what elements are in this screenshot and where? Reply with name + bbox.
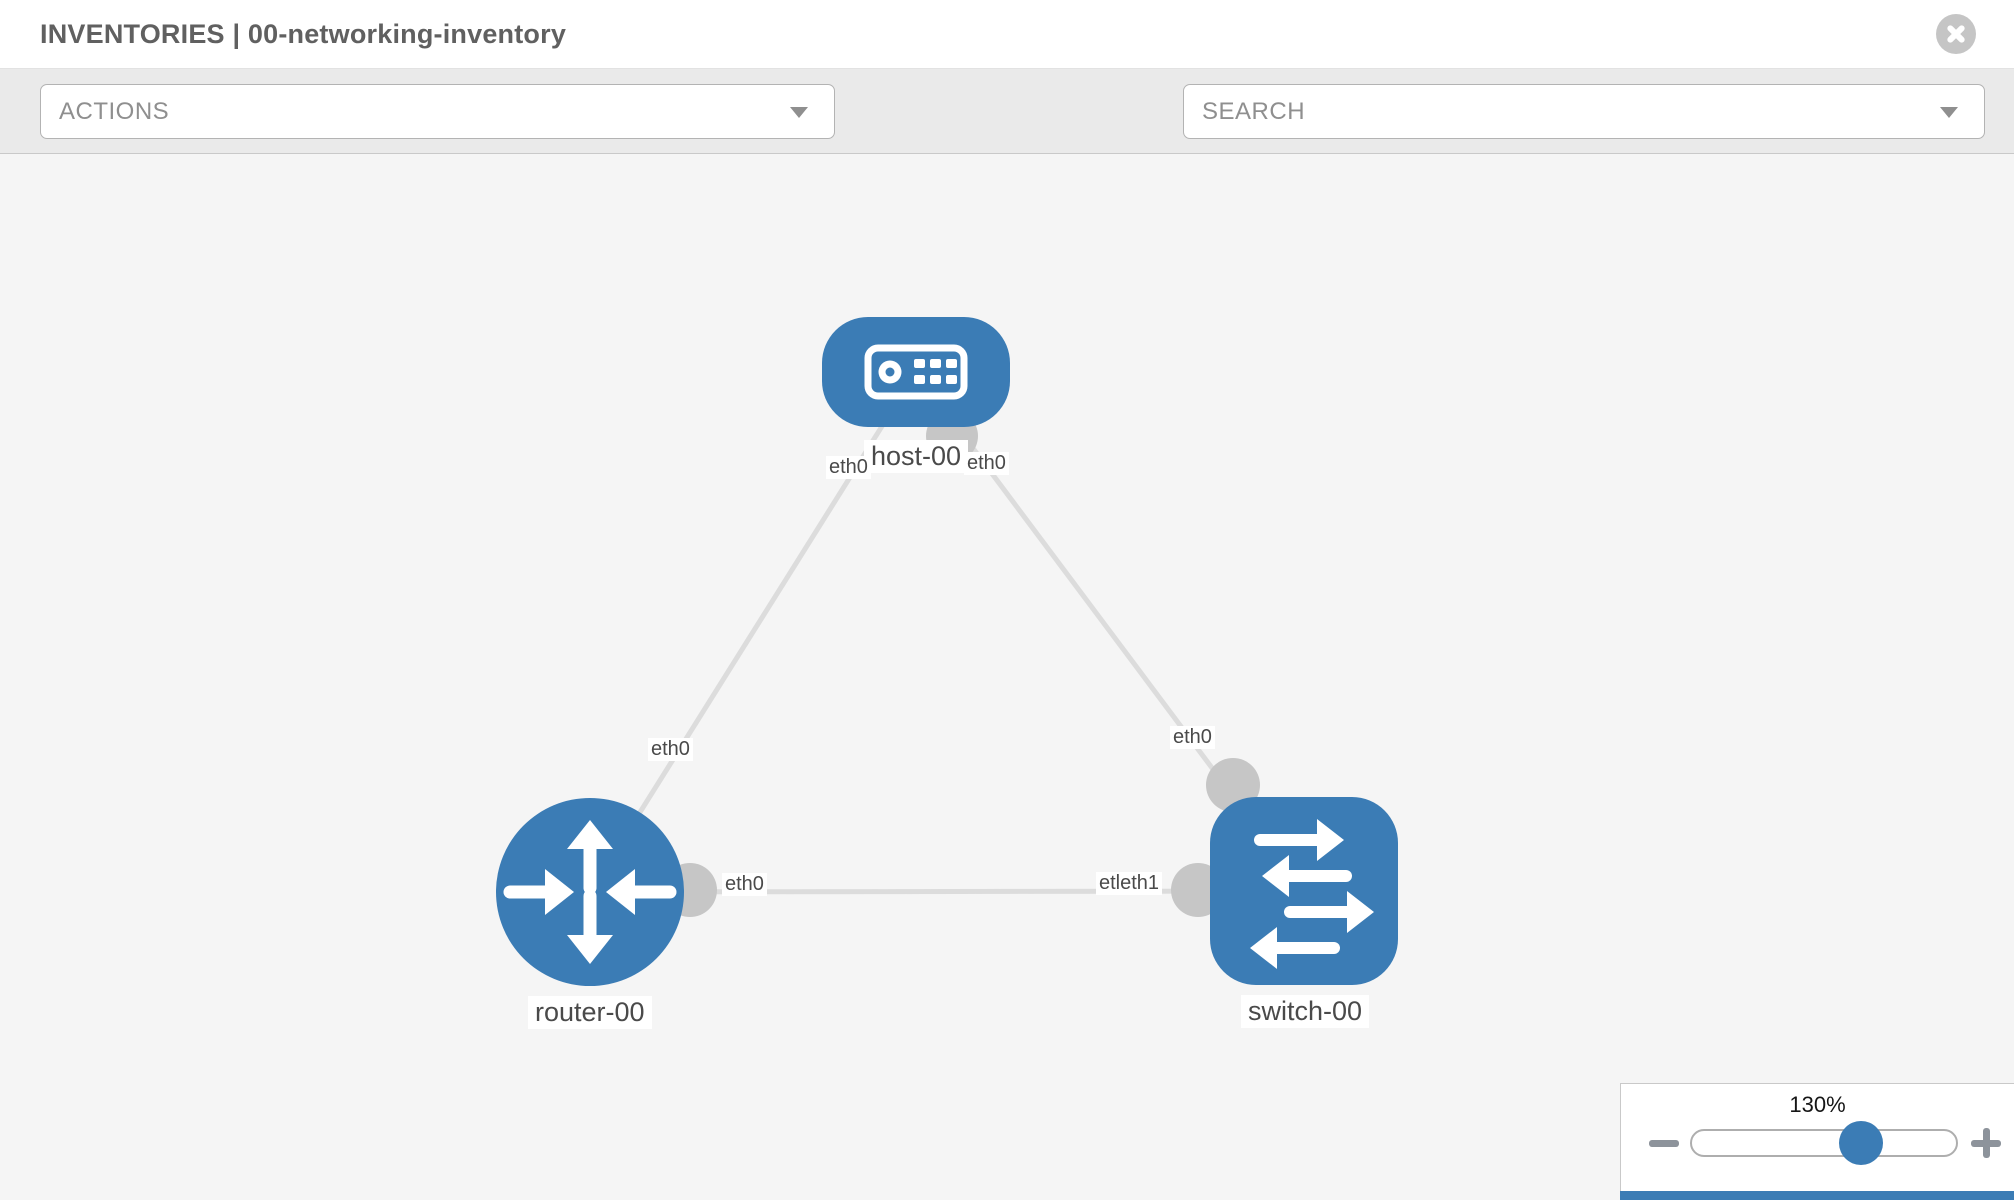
toolbar: ACTIONS SEARCH [0, 69, 2014, 203]
actions-dropdown-label: ACTIONS [59, 98, 170, 125]
host-icon [864, 344, 968, 400]
node-router-00[interactable] [496, 798, 684, 986]
topology-svg [496, 317, 1398, 986]
interface-label: eth0 [964, 452, 1009, 475]
zoom-control-panel: 130% [1620, 1083, 2014, 1200]
page-title: INVENTORIES | 00-networking-inventory [40, 19, 567, 49]
plus-icon [1982, 1128, 1990, 1158]
topology-canvas[interactable] [0, 154, 2014, 1200]
header: INVENTORIES | 00-networking-inventory [0, 0, 2014, 69]
zoom-out-button[interactable] [1649, 1140, 1679, 1147]
node-label-switch: switch-00 [1241, 995, 1370, 1028]
bottom-accent-strip [1620, 1191, 2014, 1200]
interface-label: eth0 [1170, 726, 1215, 749]
search-dropdown[interactable]: SEARCH [1183, 84, 1985, 139]
zoom-in-button[interactable] [1969, 1126, 2003, 1160]
interface-label: eth0 [722, 873, 767, 896]
router-icon [503, 820, 677, 964]
node-label-router: router-00 [528, 996, 652, 1029]
zoom-percentage: 130% [1789, 1092, 1846, 1117]
search-dropdown-label: SEARCH [1202, 98, 1306, 125]
interface-label: eth0 [826, 456, 871, 479]
chevron-down-icon [1940, 107, 1958, 118]
node-switch-00[interactable] [1210, 797, 1398, 985]
zoom-slider-track[interactable] [1690, 1129, 1958, 1157]
close-button[interactable] [1936, 14, 1976, 54]
interface-label: eth0 [648, 738, 693, 761]
zoom-slider-thumb[interactable] [1839, 1121, 1883, 1165]
node-host-00[interactable] [822, 317, 1010, 427]
chevron-down-icon [790, 107, 808, 118]
actions-dropdown[interactable]: ACTIONS [40, 84, 835, 139]
interface-label: etleth1 [1096, 872, 1163, 895]
node-label-host: host-00 [864, 440, 969, 473]
switch-icon [1250, 819, 1374, 969]
